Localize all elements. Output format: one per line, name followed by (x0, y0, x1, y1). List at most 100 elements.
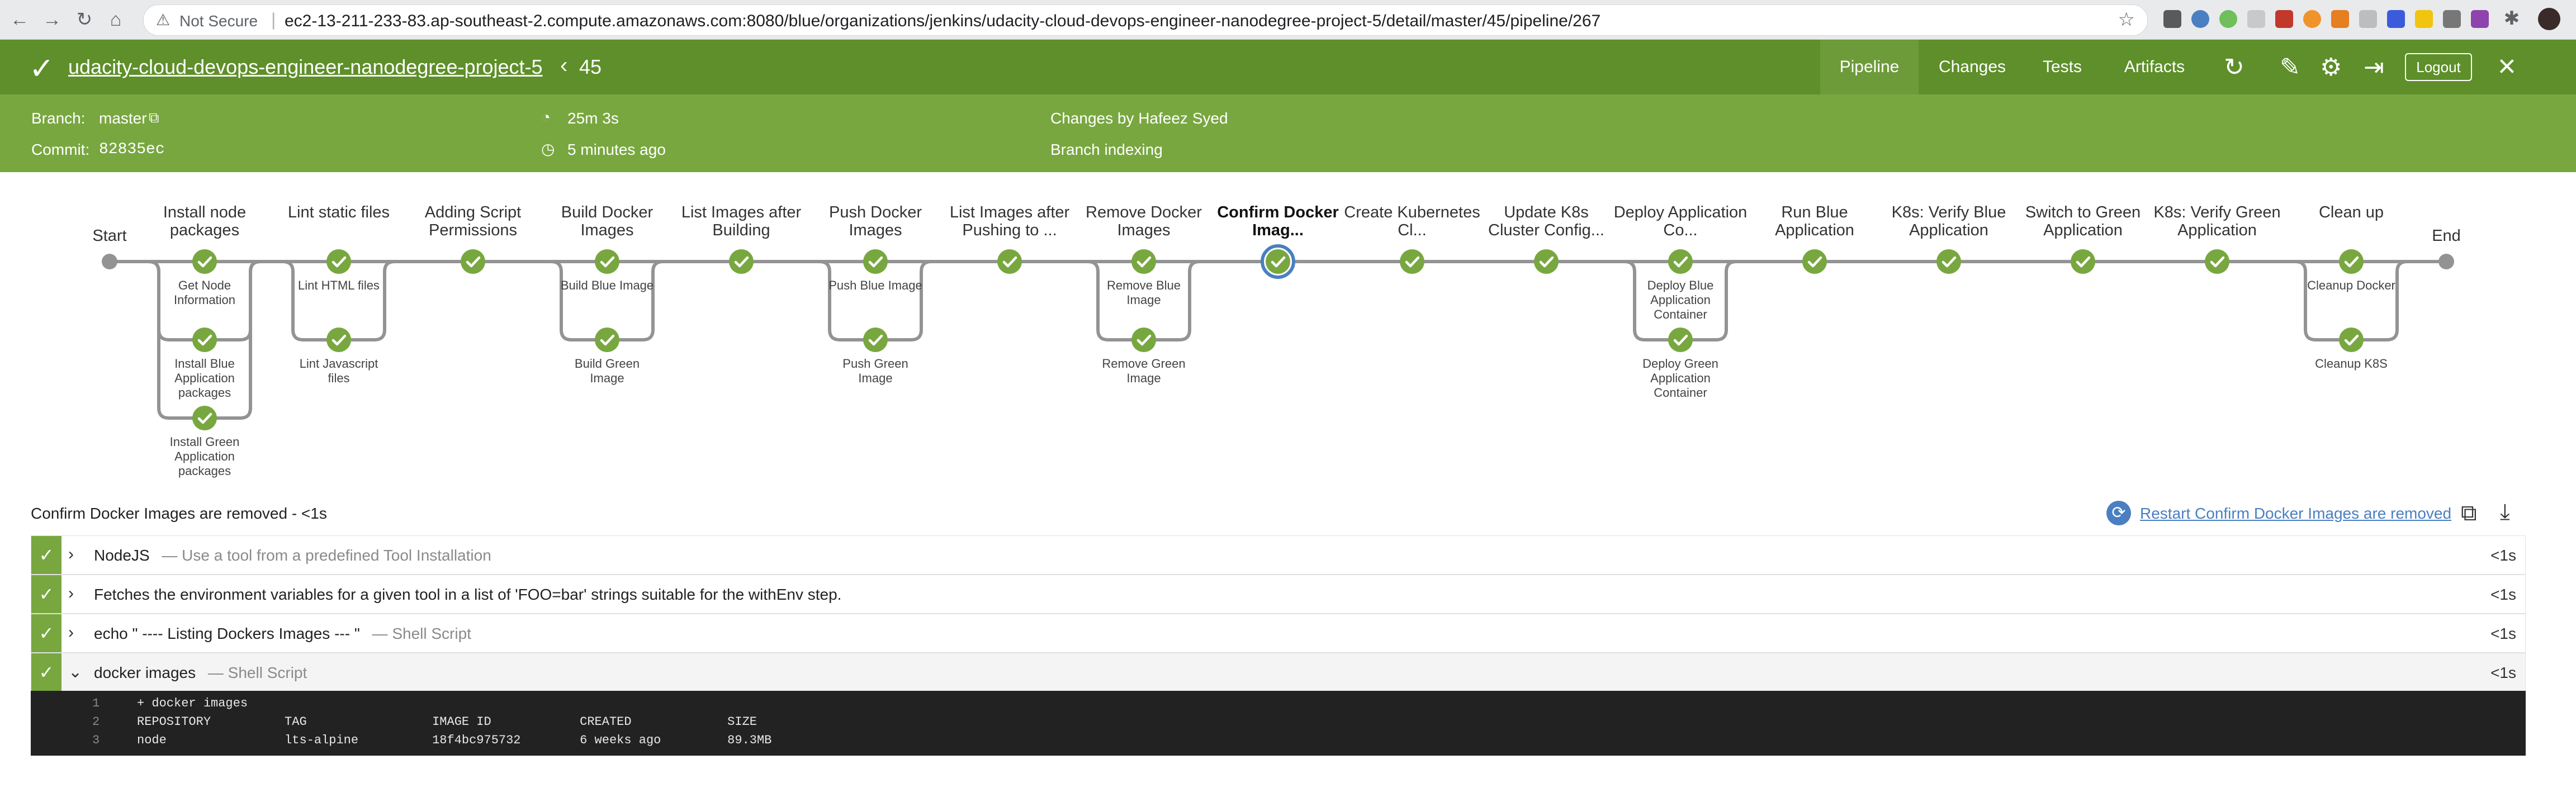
exit-classic-icon[interactable]: ⇥ (2364, 54, 2384, 81)
sub-stage-node[interactable] (595, 249, 619, 274)
sub-stage-label[interactable]: Deploy Green Application Container (1642, 357, 1718, 400)
stage-node[interactable] (729, 249, 754, 274)
home-icon[interactable]: ⌂ (110, 9, 122, 30)
line-number[interactable]: 1 (92, 696, 100, 710)
extension-icon[interactable] (2331, 10, 2349, 28)
sub-stage-label[interactable]: Build Blue Image (560, 278, 654, 292)
extension-icon[interactable] (2443, 10, 2461, 28)
open-in-new-window-icon[interactable]: ⧉ (2461, 501, 2477, 525)
restart-icon[interactable]: ⟳ (2106, 501, 2131, 525)
stage-node[interactable] (1266, 249, 1290, 274)
stage-label[interactable]: Create Kubernetes Cl... (1344, 203, 1480, 239)
sub-stage-node[interactable] (192, 328, 217, 352)
stage-node[interactable] (1534, 249, 1559, 274)
sub-stage-node[interactable] (1131, 328, 1156, 352)
restart-stage-link[interactable]: Restart Confirm Docker Images are remove… (2140, 505, 2452, 522)
address-bar[interactable]: ⚠ Not Secure | ec2-13-211-233-83.ap-sout… (143, 4, 2148, 36)
stage-node[interactable] (1400, 249, 1424, 274)
logout-button[interactable]: Logout (2405, 53, 2472, 81)
stage-label[interactable]: List Images after Pushing to ... (949, 203, 1070, 239)
sub-stage-node[interactable] (2339, 249, 2364, 274)
stage-label[interactable]: K8s: Verify Blue Application (1891, 203, 2006, 239)
puzzle-icon[interactable]: ✱ (2503, 8, 2520, 29)
stage-node[interactable] (461, 249, 485, 274)
stage-label[interactable]: Lint static files (287, 203, 390, 221)
sub-stage-label[interactable]: Remove Green Image (1102, 357, 1186, 385)
chevron-right-icon[interactable]: › (68, 623, 74, 642)
stage-label[interactable]: Deploy Application Co... (1613, 203, 1748, 239)
tab-artifacts[interactable]: Artifacts (2124, 58, 2185, 76)
sub-stage-label[interactable]: Install Green Application packages (169, 435, 240, 478)
step-row[interactable]: ✓›NodeJS — Use a tool from a predefined … (31, 535, 2526, 575)
extension-icon[interactable] (2275, 10, 2293, 28)
extension-icon[interactable] (2163, 10, 2181, 28)
reload-icon[interactable]: ↻ (76, 9, 93, 30)
sub-stage-node[interactable] (863, 249, 888, 274)
sub-stage-node[interactable] (326, 328, 351, 352)
avatar[interactable] (2538, 8, 2560, 30)
stage-node[interactable] (997, 249, 1022, 274)
sub-stage-label[interactable]: Remove Blue Image (1106, 278, 1181, 307)
extension-icon[interactable] (2387, 10, 2405, 28)
stage-label[interactable]: Remove Docker Images (1086, 203, 1202, 239)
sub-stage-node[interactable] (863, 328, 888, 352)
sub-stage-label[interactable]: Push Green Image (842, 357, 908, 385)
extension-icon[interactable] (2219, 10, 2237, 28)
sub-stage-node[interactable] (1668, 249, 1693, 274)
sub-stage-node[interactable] (1131, 249, 1156, 274)
stage-label[interactable]: Switch to Green Application (2025, 203, 2141, 239)
extension-icon[interactable] (2303, 10, 2321, 28)
sub-stage-label[interactable]: Cleanup Docker (2307, 278, 2395, 292)
sub-stage-label[interactable]: Get Node Information (173, 278, 236, 307)
edit-pencil-icon[interactable]: ✎ (2280, 54, 2300, 81)
sub-stage-label[interactable]: Lint Javascript files (299, 357, 378, 385)
line-number[interactable]: 2 (92, 715, 100, 729)
stage-label[interactable]: Install node packages (163, 203, 247, 239)
stage-label[interactable]: K8s: Verify Green Application (2153, 203, 2281, 239)
sub-stage-label[interactable]: Lint HTML files (298, 278, 380, 292)
stage-node[interactable] (1802, 249, 1827, 274)
tab-pipeline[interactable]: Pipeline (1820, 40, 1919, 94)
external-link-icon[interactable]: ⧉ (149, 109, 159, 126)
gear-icon[interactable]: ⚙ (2320, 54, 2342, 81)
stage-node[interactable] (2071, 249, 2095, 274)
back-icon[interactable]: ← (10, 9, 29, 30)
sub-stage-node[interactable] (1668, 328, 1693, 352)
close-icon[interactable]: × (2498, 48, 2516, 83)
extension-icon[interactable] (2247, 10, 2265, 28)
line-number[interactable]: 3 (92, 733, 100, 747)
step-row[interactable]: ✓›Fetches the environment variables for … (31, 575, 2526, 614)
tab-tests[interactable]: Tests (2042, 58, 2082, 76)
stage-node[interactable] (1936, 249, 1961, 274)
stage-node[interactable] (2205, 249, 2229, 274)
stage-label[interactable]: Run Blue Application (1775, 203, 1854, 239)
forward-icon[interactable]: → (42, 9, 61, 30)
chevron-right-icon[interactable]: › (68, 584, 74, 603)
stage-label[interactable]: Push Docker Images (828, 203, 922, 239)
sub-stage-node[interactable] (2339, 328, 2364, 352)
extension-icon[interactable] (2191, 10, 2209, 28)
sub-stage-label[interactable]: Install Blue Application packages (174, 357, 235, 400)
stage-label[interactable]: Confirm Docker Imag... (1217, 203, 1339, 239)
stage-label[interactable]: Clean up (2318, 203, 2384, 221)
stage-label[interactable]: Adding Script Permissions (424, 203, 522, 239)
extension-icon[interactable] (2359, 10, 2377, 28)
sub-stage-label[interactable]: Push Blue Image (828, 278, 922, 292)
extension-icon[interactable] (2471, 10, 2489, 28)
url-text[interactable]: ec2-13-211-233-83.ap-southeast-2.compute… (285, 12, 1601, 30)
stage-label[interactable]: Update K8s Cluster Config... (1488, 203, 1604, 239)
step-row[interactable]: ✓›echo " ---- Listing Dockers Images ---… (31, 614, 2526, 653)
chevron-right-icon[interactable]: › (68, 545, 74, 563)
sub-stage-label[interactable]: Cleanup K8S (2315, 357, 2388, 371)
job-name-link[interactable]: udacity-cloud-devops-engineer-nanodegree… (68, 55, 543, 78)
step-row[interactable]: ✓⌄docker images — Shell Script<1s (31, 653, 2526, 692)
sub-stage-label[interactable]: Build Green Image (574, 357, 640, 385)
rerun-icon[interactable]: ↻ (2224, 54, 2244, 81)
sub-stage-node[interactable] (595, 328, 619, 352)
sub-stage-node[interactable] (192, 249, 217, 274)
chevron-down-icon[interactable]: ⌄ (68, 663, 83, 681)
stage-label[interactable]: List Images after Building (681, 203, 802, 239)
sub-stage-node[interactable] (192, 406, 217, 430)
extension-icon[interactable] (2415, 10, 2433, 28)
sub-stage-label[interactable]: Deploy Blue Application Container (1647, 278, 1714, 321)
